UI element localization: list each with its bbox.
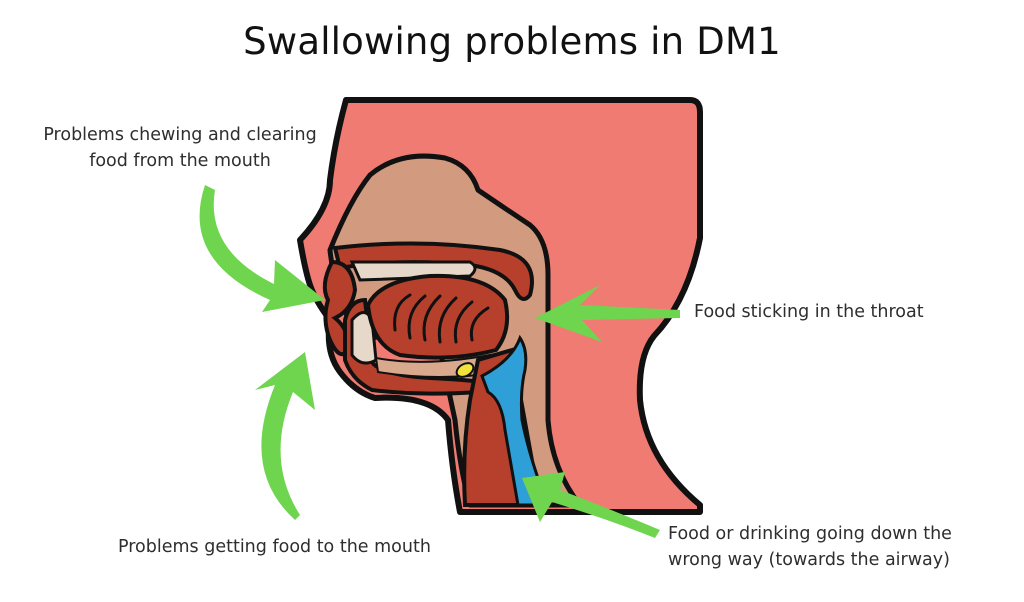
arrow-chewing bbox=[199, 185, 325, 312]
arrow-getting-food bbox=[255, 352, 315, 520]
label-food-sticking-throat: Food sticking in the throat bbox=[694, 302, 924, 322]
label-chewing-problems: Problems chewing and clearing food from … bbox=[43, 125, 317, 171]
label-wrong-way-airway: Food or drinking going down the wrong wa… bbox=[668, 524, 952, 570]
arrow-throat bbox=[535, 285, 680, 342]
tongue bbox=[365, 273, 510, 360]
label-getting-food-to-mouth: Problems getting food to the mouth bbox=[118, 537, 431, 557]
arrow-airway bbox=[522, 472, 660, 538]
airway bbox=[480, 334, 551, 507]
diagram-title: Swallowing problems in DM1 bbox=[243, 20, 781, 63]
hyoid-marker bbox=[455, 362, 475, 378]
